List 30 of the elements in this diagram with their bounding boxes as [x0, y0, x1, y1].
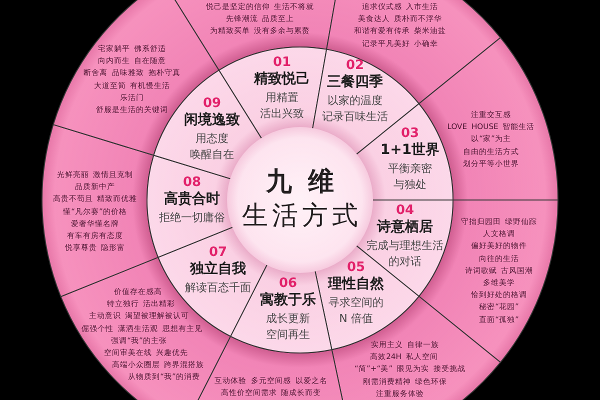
- segment-text: 以家的温度记录百味生活: [322, 92, 388, 124]
- step-number: 03: [400, 126, 420, 140]
- segment-text: 成长更新空间再生: [266, 310, 310, 342]
- step-number: 06: [278, 276, 298, 290]
- segment-title: 诗意栖居: [377, 218, 433, 236]
- segment-text: 寻求空间的N 倍值: [328, 294, 384, 326]
- step-number: 08: [182, 174, 202, 190]
- segment-title: 精致悦己: [254, 70, 310, 88]
- segment-text: 拒绝一切庸俗: [159, 210, 225, 226]
- step-number: 02: [346, 58, 364, 72]
- segment-title: 闲境逸致: [184, 110, 240, 128]
- segment-title: 1+1世界: [380, 140, 440, 158]
- center-title: 九维: [266, 166, 334, 198]
- step-number: 04: [396, 202, 414, 218]
- center-subtitle: 生活方式: [242, 200, 358, 232]
- step-number: 07: [208, 244, 228, 260]
- outer-ring-segment: [325, 0, 502, 105]
- segment-title: 理性自然: [328, 274, 384, 292]
- segment-title: 寓教于乐: [260, 290, 316, 308]
- segment-text: 用精置活出兴致: [260, 90, 304, 122]
- segment-title: 三餐四季: [327, 72, 383, 90]
- step-number: 01: [272, 54, 292, 70]
- segment-text: 完成与理想生活的对话: [366, 238, 444, 270]
- step-number: 05: [346, 260, 366, 274]
- segment-text: 解读百态千面: [185, 280, 251, 296]
- step-number: 09: [202, 96, 222, 110]
- segment-title: 高贵合时: [164, 190, 220, 208]
- segment-text: 用态度唤醒自在: [190, 130, 234, 162]
- segment-text: 平衡亲密与独处: [388, 160, 432, 192]
- segment-title: 独立自我: [190, 260, 246, 278]
